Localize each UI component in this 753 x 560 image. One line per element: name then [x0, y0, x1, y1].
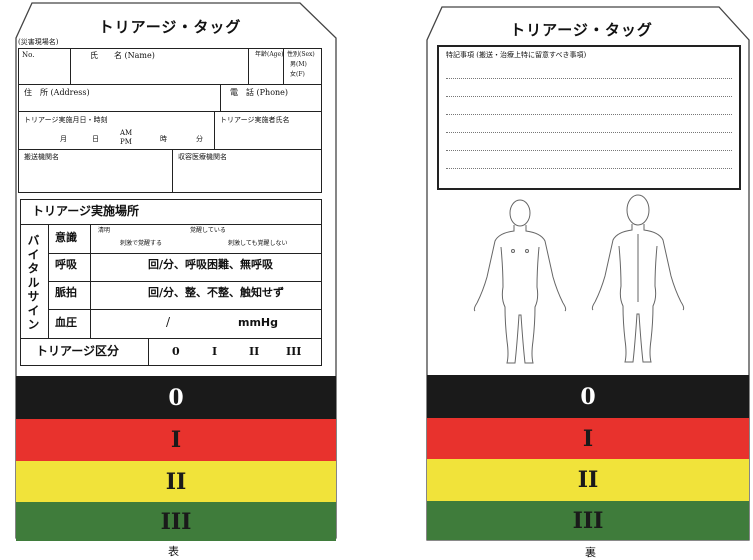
consciousness-clear: 清明: [98, 227, 111, 234]
location-label: トリアージ実施場所: [32, 204, 140, 218]
transport-label: 搬送機関名: [24, 153, 59, 161]
body-back-figure: [591, 194, 685, 363]
consciousness-stimulus: 刺激で覚醒する: [120, 240, 163, 247]
front-caption: 表: [168, 545, 179, 558]
front-tag: トリアージ・タッグ (災害現場名) No. 氏 名 (Name) 年齢(Age)…: [0, 0, 340, 558]
breathing-label: 呼吸: [55, 258, 77, 271]
category-1: I: [212, 345, 218, 358]
datetime-label: トリアージ実施月日・時刻: [24, 116, 108, 124]
vital-signs-box: [20, 199, 322, 366]
back-caption: 裏: [585, 546, 596, 559]
back-tag: トリアージ・タッグ 特記事項 (搬送・治療上特に留意すべき事項) 0 I II …: [410, 0, 753, 559]
patient-info-box: [18, 48, 322, 193]
front-tag-title: トリアージ・タッグ: [98, 18, 242, 36]
sex-m: 男(M): [290, 61, 307, 68]
category-label: トリアージ区分: [36, 344, 120, 358]
band-black[interactable]: 0: [16, 376, 336, 419]
bp-slash: /: [166, 315, 171, 329]
bp-label: 血圧: [55, 316, 77, 329]
pm-label: PM: [120, 138, 132, 146]
pulse-label: 脈拍: [55, 286, 77, 299]
breathing-value: 回/分、呼吸困難、無呼吸: [148, 258, 274, 271]
body-front-figure: [473, 199, 567, 364]
band-yellow[interactable]: II: [16, 461, 336, 502]
band-red[interactable]: I: [16, 419, 336, 461]
hour-label: 時: [160, 135, 167, 143]
address-label: 住 所 (Address): [24, 88, 90, 97]
back-band-green[interactable]: III: [427, 501, 749, 540]
category-2: II: [249, 345, 260, 358]
vital-signs-vertical-label: バイタルサイン: [26, 234, 40, 332]
back-band-red[interactable]: I: [427, 418, 749, 459]
month-label: 月: [60, 135, 67, 143]
back-band-yellow[interactable]: II: [427, 459, 749, 501]
category-0: 0: [172, 345, 180, 358]
back-band-black[interactable]: 0: [427, 375, 749, 418]
consciousness-no-response: 刺激しても覚醒しない: [228, 240, 288, 247]
pulse-value: 回/分、整、不整、触知せず: [148, 286, 285, 299]
notes-label: 特記事項 (搬送・治療上特に留意すべき事項): [446, 51, 587, 59]
phone-label: 電 話 (Phone): [230, 88, 289, 97]
notes-box: [437, 45, 741, 190]
hospital-label: 収容医療機関名: [178, 153, 227, 161]
disaster-site-label: (災害現場名): [18, 38, 59, 46]
bp-unit: mmHg: [238, 316, 279, 329]
sex-label: 性別(Sex): [287, 51, 315, 58]
consciousness-awake: 覚醒している: [190, 227, 226, 234]
back-tag-title: トリアージ・タッグ: [510, 21, 653, 39]
minute-label: 分: [196, 135, 203, 143]
band-green[interactable]: III: [16, 502, 336, 541]
name-label: 氏 名 (Name): [90, 51, 155, 60]
sex-f: 女(F): [290, 71, 305, 78]
no-label: No.: [22, 51, 35, 59]
age-label: 年齢(Age): [255, 51, 284, 58]
performer-label: トリアージ実施者氏名: [220, 116, 290, 124]
am-label: AM: [120, 129, 133, 137]
category-3: III: [286, 345, 302, 358]
consciousness-label: 意識: [55, 231, 77, 244]
day-label: 日: [92, 135, 99, 143]
